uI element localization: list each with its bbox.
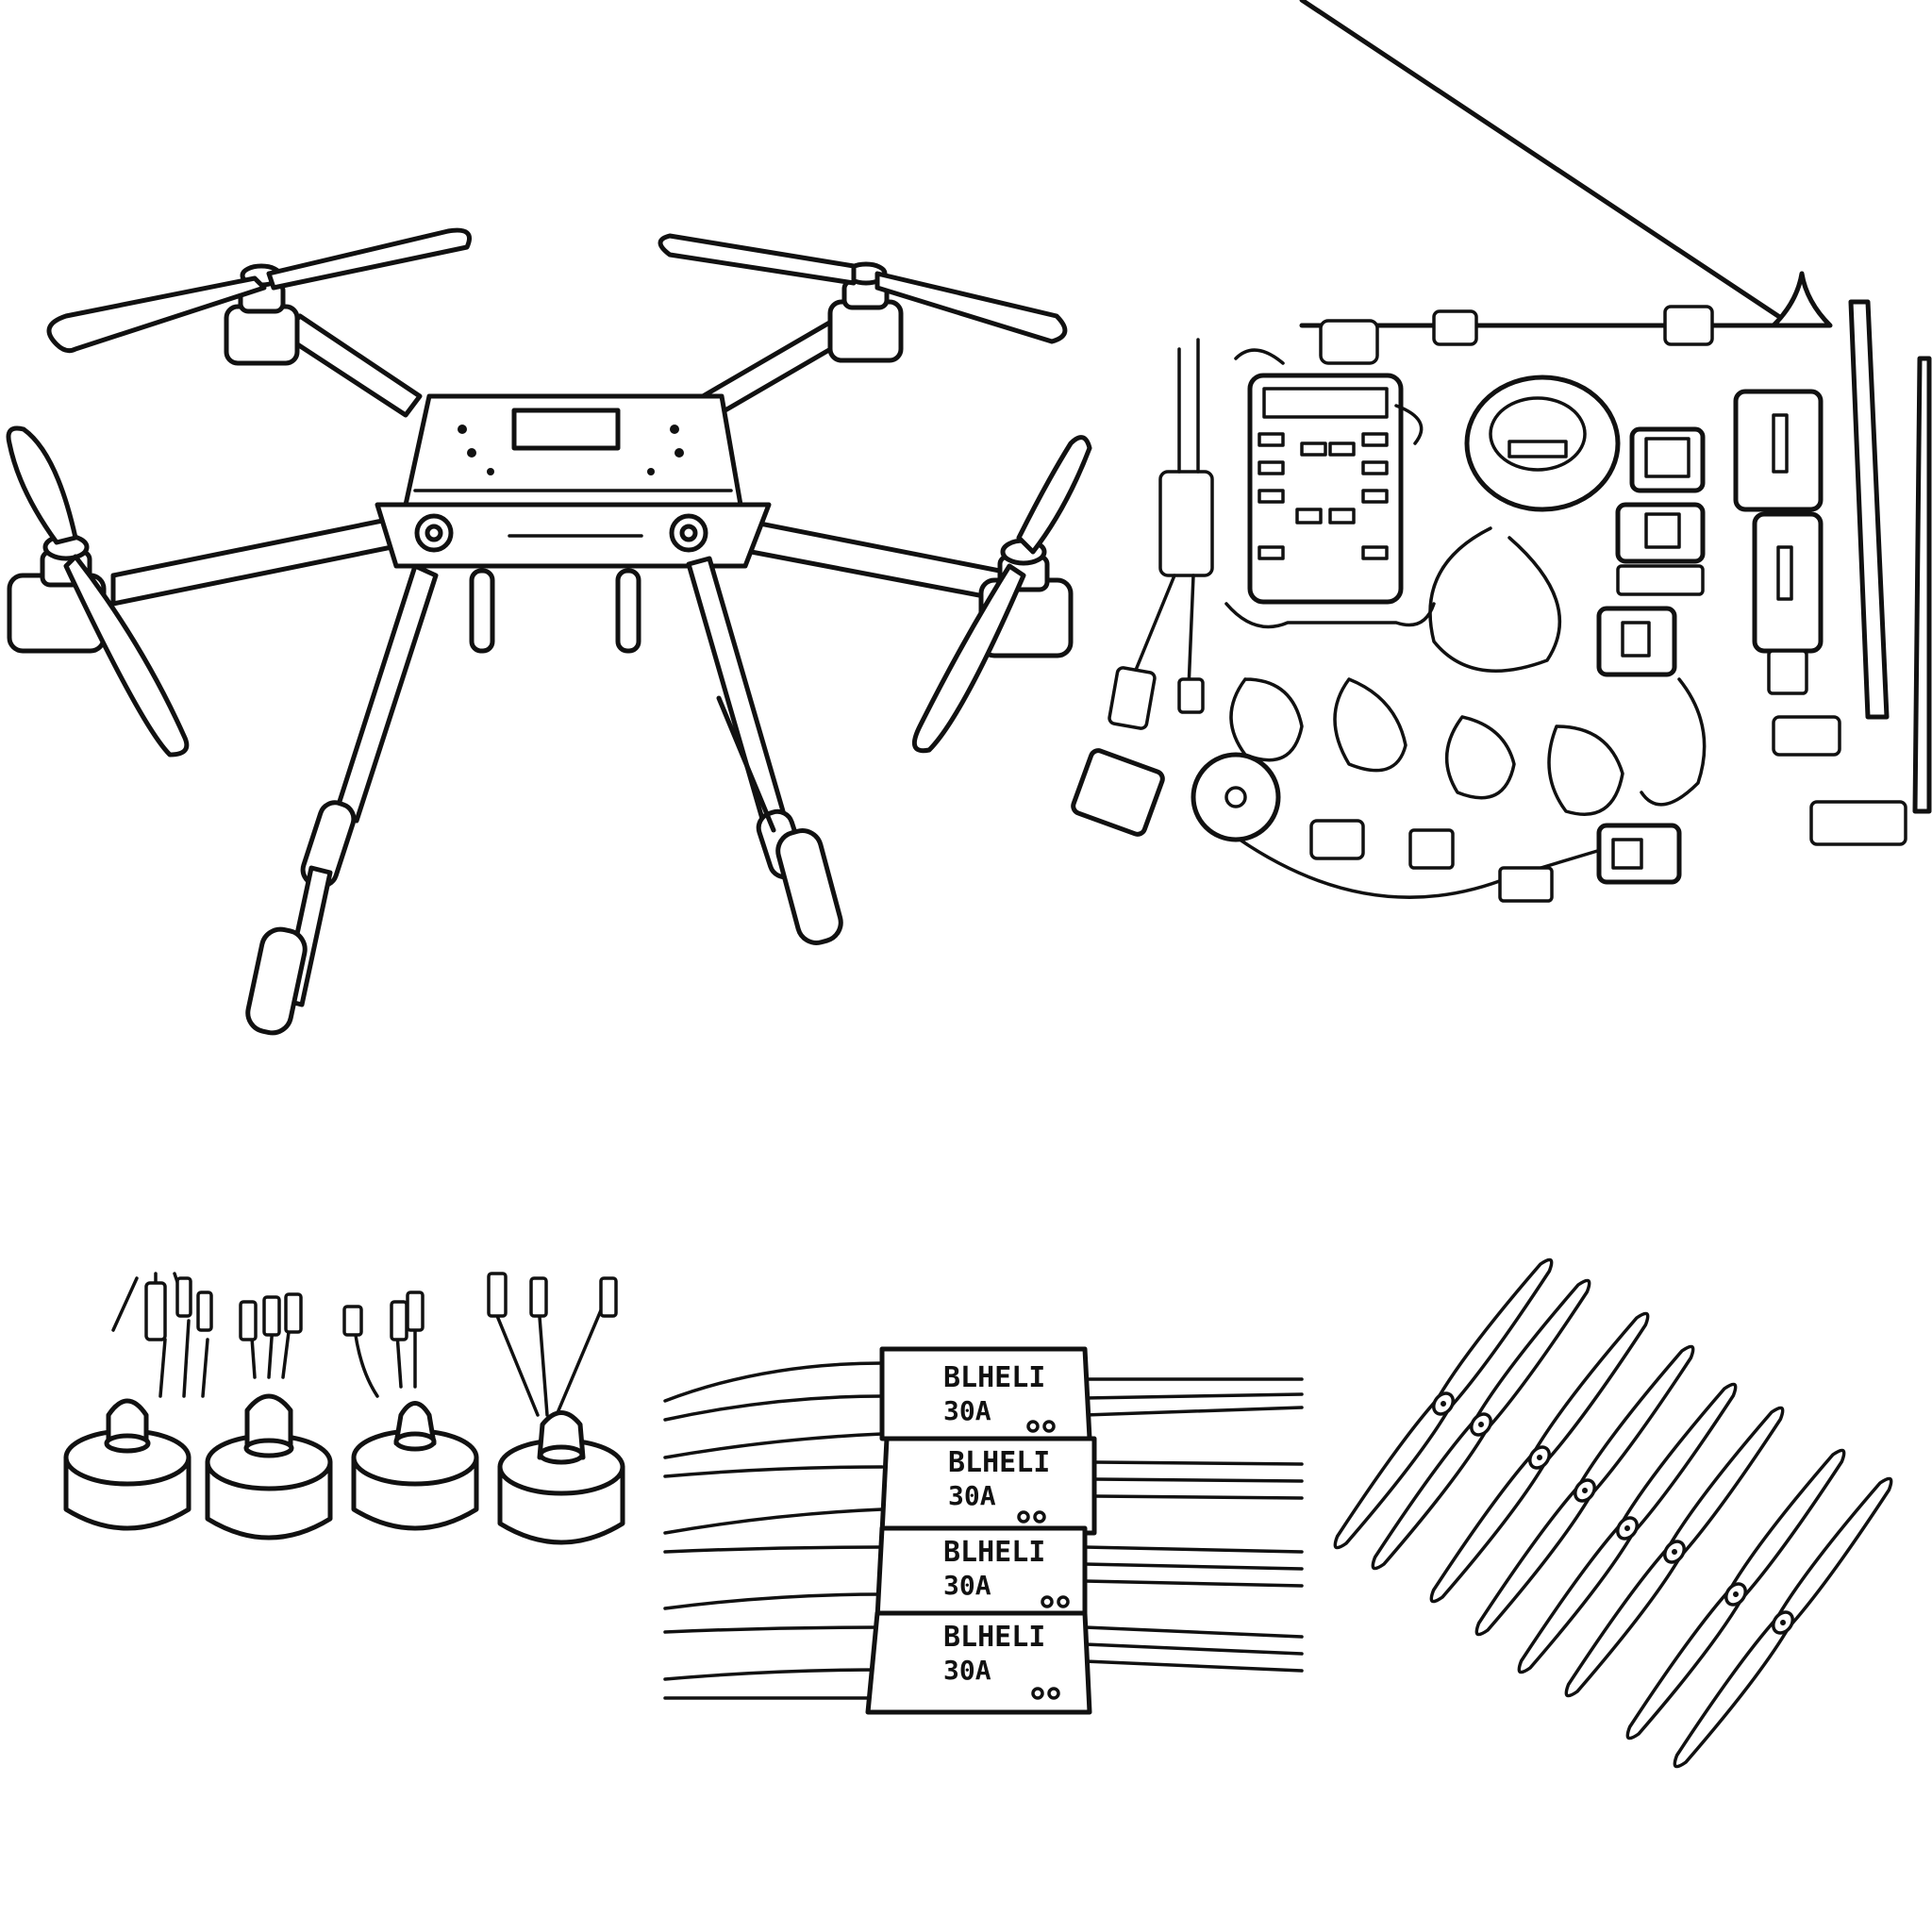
- esc-icon: BLHELI 30A BLHELI 30A BLHELI 30A BLHELI …: [663, 1346, 1304, 1715]
- propeller: [1673, 1476, 1893, 1769]
- esc-unit: BLHELI 30A: [879, 1436, 1097, 1536]
- propeller: [1564, 1406, 1785, 1698]
- propeller: [1474, 1344, 1695, 1637]
- esc-unit: BLHELI 30A: [874, 1525, 1088, 1621]
- electronics-kit-icon: [1071, 0, 1932, 903]
- propeller: [1371, 1278, 1591, 1571]
- motor-icon: [63, 1272, 625, 1545]
- esc-brand-label: BLHELI: [943, 1361, 1045, 1394]
- esc-rating-label: 30A: [943, 1570, 991, 1601]
- esc-brand-label: BLHELI: [948, 1446, 1050, 1479]
- esc-rating-label: 30A: [943, 1395, 991, 1426]
- esc-rating-label: 30A: [948, 1480, 996, 1511]
- propeller-icon: [1333, 1257, 1893, 1769]
- esc-brand-label: BLHELI: [943, 1536, 1045, 1569]
- esc-rating-label: 30A: [943, 1655, 991, 1686]
- propeller: [1333, 1257, 1554, 1550]
- esc-unit: BLHELI 30A: [865, 1610, 1092, 1715]
- propeller: [1429, 1311, 1650, 1604]
- quadcopter-icon: [6, 227, 1092, 1036]
- esc-unit: BLHELI 30A: [879, 1346, 1092, 1441]
- propeller: [1625, 1448, 1846, 1740]
- propeller: [1517, 1382, 1738, 1674]
- esc-brand-label: BLHELI: [943, 1621, 1045, 1654]
